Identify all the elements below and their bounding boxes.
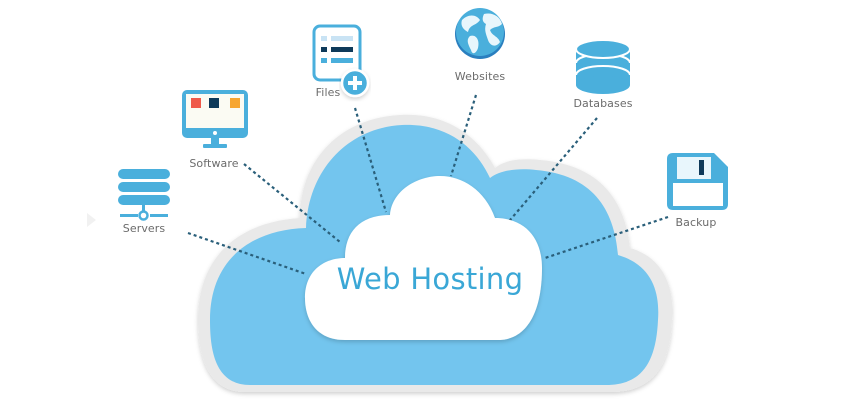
node-label-backup: Backup <box>675 216 717 229</box>
globe-icon <box>455 8 505 59</box>
inner-cloud-fill <box>305 176 542 340</box>
connectors <box>187 94 669 276</box>
node-label-websites: Websites <box>454 70 506 83</box>
node-label-files: Files <box>315 86 341 99</box>
monitor-icon <box>182 90 248 148</box>
node-label-software: Software <box>189 157 239 170</box>
connector-software <box>243 163 341 243</box>
inner-cloud <box>305 176 542 340</box>
connector-servers <box>187 231 307 276</box>
diagram-title: Web Hosting <box>336 262 524 296</box>
node-label-servers: Servers <box>122 222 166 235</box>
play-arrow-icon <box>87 213 96 227</box>
server-stack-icon <box>118 169 170 221</box>
file-add-icon <box>312 24 370 98</box>
connector-files <box>353 107 388 213</box>
connector-backup <box>544 215 669 260</box>
database-icon <box>575 39 631 94</box>
floppy-disk-icon <box>667 153 728 210</box>
connector-websites <box>449 94 478 177</box>
node-label-databases: Databases <box>573 97 633 110</box>
